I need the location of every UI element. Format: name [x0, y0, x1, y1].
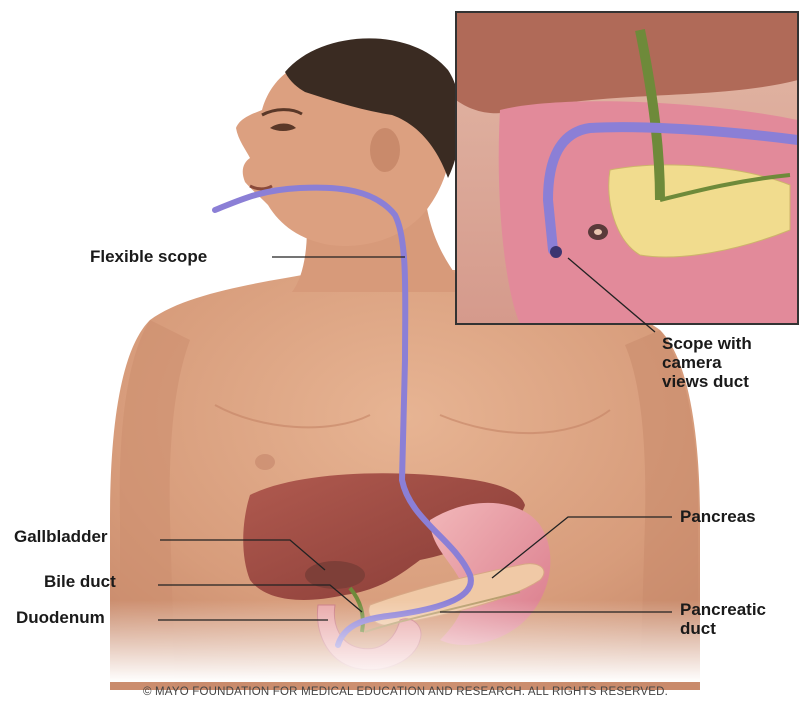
label-pancreas: Pancreas [680, 507, 756, 526]
ear [370, 128, 400, 172]
label-pancreatic-duct: Pancreatic duct [680, 600, 766, 638]
nipple-left [255, 454, 275, 470]
label-gallbladder: Gallbladder [14, 527, 108, 546]
label-flexible-scope: Flexible scope [90, 247, 207, 266]
label-bile-duct: Bile duct [44, 572, 116, 591]
label-duodenum: Duodenum [16, 608, 105, 627]
copyright-notice: © MAYO FOUNDATION FOR MEDICAL EDUCATION … [8, 686, 803, 698]
label-scope-with-camera: Scope with camera views duct [662, 334, 752, 391]
inset-closeup [456, 12, 798, 324]
